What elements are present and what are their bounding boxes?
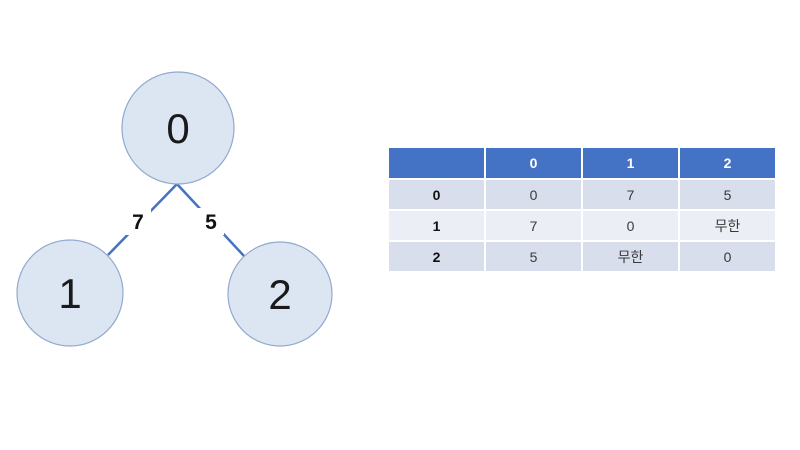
edge-weight-0-1-bg (125, 208, 151, 235)
node-2-label: 2 (268, 271, 291, 318)
matrix-col-header-0: 0 (486, 148, 581, 178)
node-1-label: 1 (58, 270, 81, 317)
matrix-row-0-label: 0 (389, 180, 484, 209)
matrix-row-1: 1 7 0 무한 (389, 211, 775, 240)
matrix-row-0: 0 0 7 5 (389, 180, 775, 209)
matrix-corner-cell (389, 148, 484, 178)
matrix-cell-0-0: 0 (486, 180, 581, 209)
matrix-row-2-label: 2 (389, 242, 484, 271)
matrix-cell-1-0: 7 (486, 211, 581, 240)
edge-weight-0-2-bg (198, 208, 224, 235)
matrix-col-header-1: 1 (583, 148, 678, 178)
matrix-col-header-2: 2 (680, 148, 775, 178)
matrix-cell-0-1: 7 (583, 180, 678, 209)
node-2-circle (227, 241, 333, 347)
node-1-circle (16, 239, 124, 347)
matrix-cell-1-2: 무한 (680, 211, 775, 240)
matrix-row-2: 2 5 무한 0 (389, 242, 775, 271)
graph-diagram: 7 5 0 1 2 (16, 71, 333, 347)
adjacency-matrix-table: 0 1 2 0 0 7 5 1 7 0 무한 2 5 무한 0 (387, 146, 777, 273)
matrix-cell-0-2: 5 (680, 180, 775, 209)
matrix-row-1-label: 1 (389, 211, 484, 240)
edge-weight-0-2: 5 (205, 211, 217, 234)
node-0-label: 0 (166, 105, 189, 152)
node-0-circle (121, 71, 235, 185)
matrix-cell-2-2: 0 (680, 242, 775, 271)
matrix-header-row: 0 1 2 (389, 148, 775, 178)
matrix-cell-2-1: 무한 (583, 242, 678, 271)
matrix-cell-2-0: 5 (486, 242, 581, 271)
matrix-cell-1-1: 0 (583, 211, 678, 240)
edge-weight-0-1: 7 (132, 211, 144, 234)
